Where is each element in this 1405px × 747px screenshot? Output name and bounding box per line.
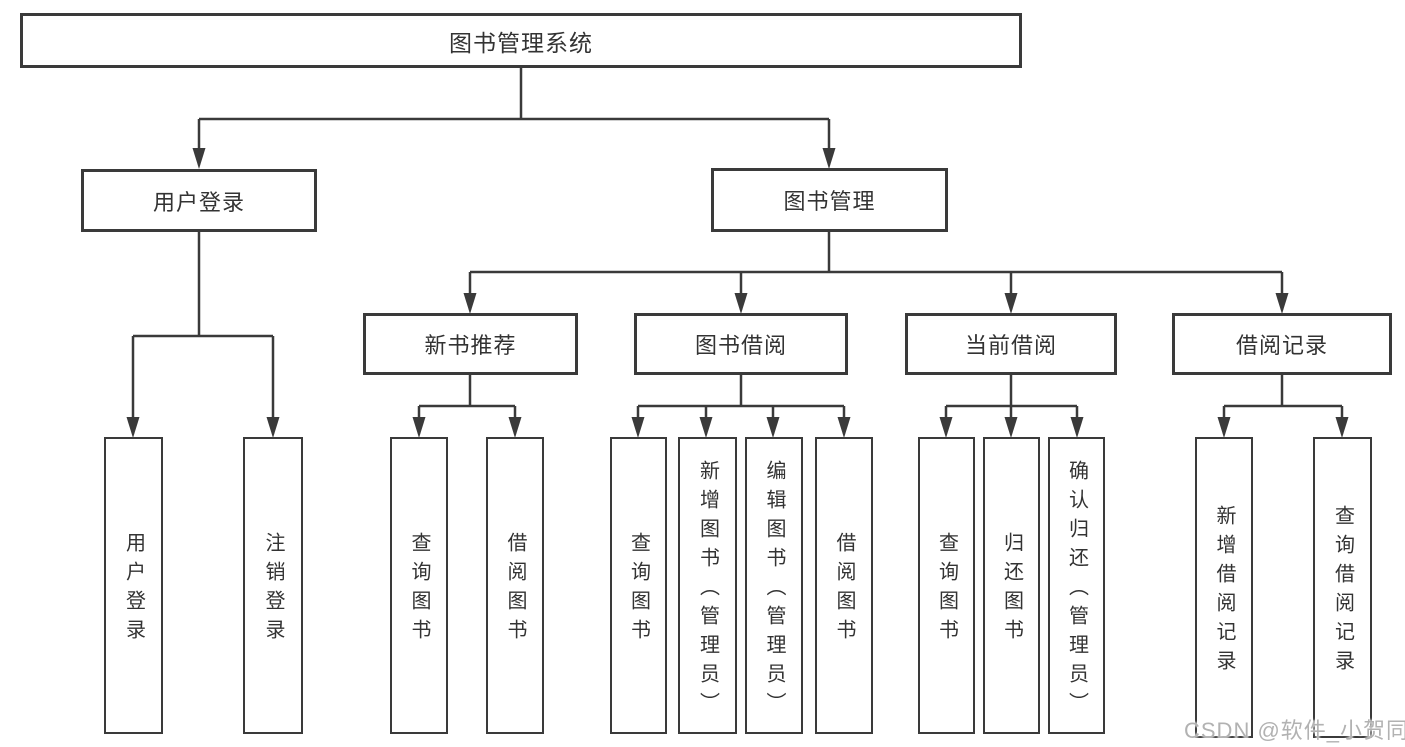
leaf-query-books-borrowing: 查询图书 <box>610 437 667 734</box>
leaf-label: 新增借阅记录 <box>1213 505 1235 679</box>
node-label: 图书借阅 <box>694 333 787 358</box>
node-user-login: 用户登录 <box>81 169 317 232</box>
leaf-borrow-books-borrowing: 借阅图书 <box>815 437 873 734</box>
leaf-user-login: 用户登录 <box>104 437 163 734</box>
arrowheads <box>126 148 1349 438</box>
leaf-label: 借阅图书 <box>833 532 855 648</box>
node-current-borrowing: 当前借阅 <box>905 313 1117 375</box>
leaf-label: 归还图书 <box>1000 532 1023 648</box>
leaf-query-borrow-record: 查询借阅记录 <box>1313 437 1372 738</box>
leaf-add-borrow-record: 新增借阅记录 <box>1195 437 1253 738</box>
node-book-management: 图书管理 <box>711 168 948 232</box>
leaf-borrow-books-recommend: 借阅图书 <box>486 437 544 734</box>
leaf-label: 查询借阅记录 <box>1331 505 1354 679</box>
node-label: 图书管理系统 <box>449 29 593 56</box>
leaf-return-books: 归还图书 <box>983 437 1040 734</box>
leaf-label: 编辑图书（管理员） <box>763 459 785 721</box>
leaf-label: 新增图书（管理员） <box>696 459 719 721</box>
leaf-query-books-current: 查询图书 <box>918 437 975 734</box>
leaf-query-books-recommend: 查询图书 <box>390 437 448 734</box>
leaf-label: 查询图书 <box>408 532 430 648</box>
node-new-book-recommendation: 新书推荐 <box>363 313 578 375</box>
node-book-borrowing: 图书借阅 <box>634 313 848 375</box>
node-label: 图书管理 <box>783 189 876 214</box>
leaf-label: 注销登录 <box>262 532 284 648</box>
leaf-add-books-admin: 新增图书（管理员） <box>678 437 737 734</box>
node-label: 用户登录 <box>152 189 245 215</box>
leaf-label: 用户登录 <box>122 532 145 648</box>
leaf-label: 查询图书 <box>935 532 958 648</box>
leaf-confirm-return-admin: 确认归还（管理员） <box>1048 437 1105 734</box>
csdn-watermark: CSDN @软件_小贺同学 <box>1184 718 1405 743</box>
leaf-label: 查询图书 <box>627 532 650 648</box>
node-label: 借阅记录 <box>1235 333 1328 358</box>
leaf-label: 确认归还（管理员） <box>1065 459 1088 721</box>
node-borrowing-records: 借阅记录 <box>1172 313 1392 375</box>
node-label: 当前借阅 <box>964 333 1057 358</box>
node-label: 新书推荐 <box>424 333 517 358</box>
leaf-logout: 注销登录 <box>243 437 303 734</box>
node-library-management-system: 图书管理系统 <box>20 13 1022 68</box>
leaf-label: 借阅图书 <box>504 532 526 648</box>
leaf-edit-books-admin: 编辑图书（管理员） <box>745 437 803 734</box>
